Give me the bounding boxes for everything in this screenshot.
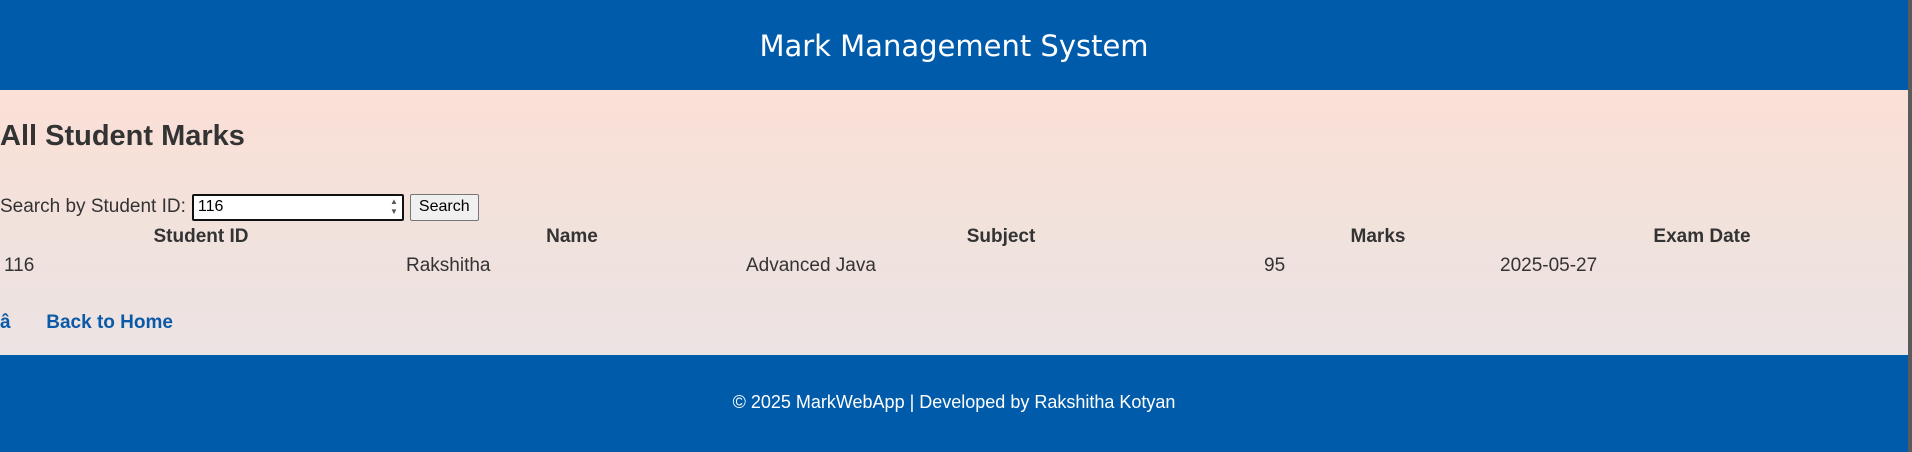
table-row: 116 Rakshitha Advanced Java 95 2025-05-2… [0,250,1908,282]
marks-table: Student ID Name Subject Marks Exam Date … [0,224,1908,282]
cell-name: Rakshitha [406,255,491,276]
column-header-name: Name [546,226,598,247]
site-title: Mark Management System [759,29,1149,63]
student-id-value: 116 [197,198,224,215]
column-header-exam-date: Exam Date [1653,226,1751,247]
footer-text: © 2025 MarkWebApp | Developed by Rakshit… [732,392,1176,412]
spinner-up-icon[interactable]: ▲ [389,197,398,206]
cell-subject: Advanced Java [746,255,876,276]
site-header: Mark Management System [0,0,1908,90]
student-id-input[interactable]: 116 ▲ ▼ [191,193,404,221]
cell-marks: 95 [1264,255,1286,276]
number-spinner[interactable]: ▲ ▼ [390,198,398,216]
column-header-marks: Marks [1350,226,1406,247]
cell-student-id: 116 [4,255,35,276]
column-header-student-id: Student ID [153,226,249,247]
window-edge [1908,0,1912,452]
main-content: All Student Marks Search by Student ID: … [0,90,1908,355]
search-label: Search by Student ID: [0,196,186,217]
spinner-down-icon[interactable]: ▼ [389,207,398,216]
site-footer: © 2025 MarkWebApp | Developed by Rakshit… [0,355,1908,452]
table-header-row: Student ID Name Subject Marks Exam Date [0,224,1908,250]
search-form: Search by Student ID: 116 ▲ ▼ Search [0,193,479,221]
cell-exam-date: 2025-05-27 [1500,255,1598,276]
column-header-subject: Subject [966,226,1036,247]
search-button[interactable]: Search [409,193,479,221]
page-title: All Student Marks [0,120,245,152]
back-to-home-link[interactable]: â Back to Home [0,312,173,333]
